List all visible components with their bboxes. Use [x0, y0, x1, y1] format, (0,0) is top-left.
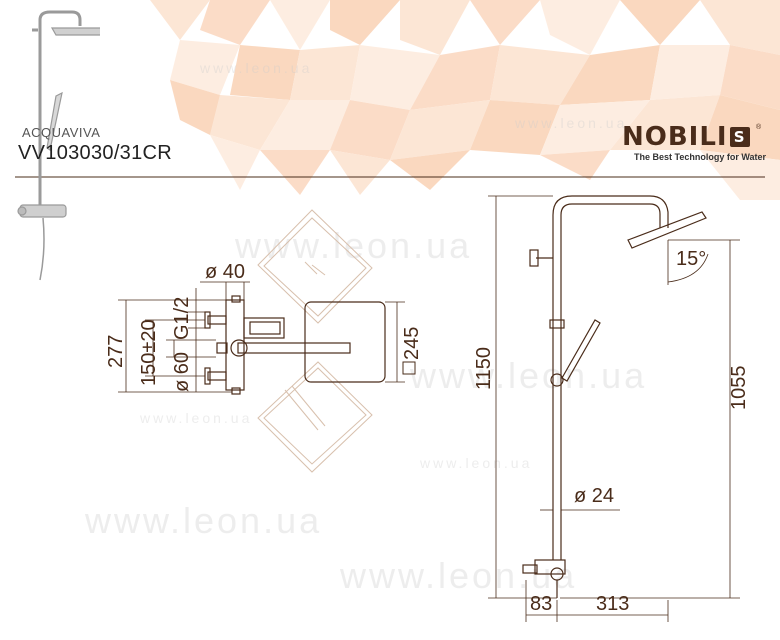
watermark: www.leon.ua — [235, 225, 473, 266]
watermark: www.leon.ua — [85, 500, 323, 541]
dim-spacing: 150±20 — [138, 319, 160, 386]
dim-head-size: 245 — [401, 327, 423, 360]
registered-mark-icon: ® — [756, 124, 762, 131]
header-pattern — [150, 0, 780, 200]
dim-total-height-side: 1150 — [473, 347, 495, 390]
dim-arm-length: 313 — [596, 593, 629, 615]
square-symbol-icon — [402, 361, 416, 375]
dim-pipe-diameter: ø 24 — [574, 485, 614, 507]
dim-thread: G1/2 — [171, 297, 193, 340]
watermark: www.leon.ua — [515, 115, 628, 131]
dim-total-height-front: 277 — [105, 335, 127, 368]
header-rule — [15, 176, 765, 178]
dim-diameter-top: ø 40 — [205, 261, 245, 283]
watermark: www.leon.ua — [410, 355, 648, 396]
dim-diameter-bottom: ø 60 — [171, 352, 193, 392]
dim-angle: 15° — [676, 248, 706, 270]
watermark: www.leon.ua — [140, 410, 253, 426]
watermark: www.leon.ua — [200, 60, 313, 76]
watermark: www.leon.ua — [420, 455, 533, 471]
product-series: ACQUAVIVA — [22, 125, 101, 140]
dim-offset-bottom: 83 — [530, 593, 552, 615]
product-thumbnail — [17, 10, 100, 281]
brand-tagline: The Best Technology for Water — [634, 152, 767, 162]
dim-head-height: 1055 — [728, 366, 750, 411]
product-code: VV103030/31CR — [18, 142, 173, 164]
brand-mark-icon: S — [729, 127, 750, 147]
